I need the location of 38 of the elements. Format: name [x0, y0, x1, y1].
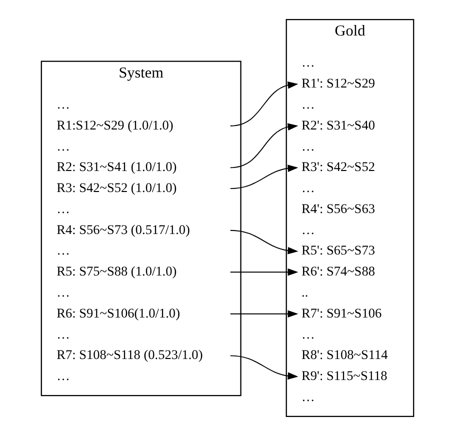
node-text: R1:S12~S29 (1.0/1.0)	[56, 117, 173, 132]
node-text: R7': S91~S106	[301, 305, 382, 320]
arrow	[229, 355, 298, 380]
node-text: R2: S31~S41 (1.0/1.0)	[56, 159, 176, 174]
arrow	[229, 310, 298, 318]
node-text: R3: S42~S52 (1.0/1.0)	[56, 180, 176, 196]
arrow	[229, 123, 298, 168]
node-text: …	[301, 96, 314, 112]
node-text: R9': S115~S118	[301, 368, 387, 384]
arrow	[229, 230, 298, 254]
node-text: R5: S75~S88 (1.0/1.0)	[56, 264, 176, 279]
node-text: R8': S108~S114	[301, 347, 388, 362]
node-text: …	[301, 54, 314, 70]
node-text: R6: S91~S106(1.0/1.0)	[56, 305, 180, 320]
arrow	[229, 164, 298, 190]
node-text: R5': S65~S73	[301, 242, 374, 258]
node-text: …	[301, 388, 314, 404]
node-text: R4: S56~S73 (0.517/1.0)	[56, 222, 190, 237]
node-text: …	[56, 368, 70, 384]
node-text: R3': S42~S52	[301, 159, 374, 174]
node-text: …	[56, 200, 70, 216]
arrow	[229, 81, 298, 126]
node-text: …	[301, 222, 314, 237]
node-text: …	[56, 138, 70, 154]
node-text: R6': S74~S88	[301, 264, 374, 279]
node-text: R7: S108~S118 (0.523/1.0)	[56, 347, 202, 362]
node-text: …	[56, 326, 70, 342]
node-text: …	[56, 96, 70, 112]
node-text: R2': S31~S40	[301, 117, 374, 132]
node-text: …	[56, 242, 70, 258]
node-text: …	[301, 138, 314, 154]
node-text: R1': S12~S29	[301, 76, 374, 91]
node-text: ..	[301, 284, 308, 300]
node-text: …	[301, 180, 314, 196]
node-text: R4': S56~S63	[301, 200, 374, 216]
node-text: …	[56, 284, 70, 300]
node-text: …	[301, 326, 314, 342]
arrow	[229, 268, 298, 276]
